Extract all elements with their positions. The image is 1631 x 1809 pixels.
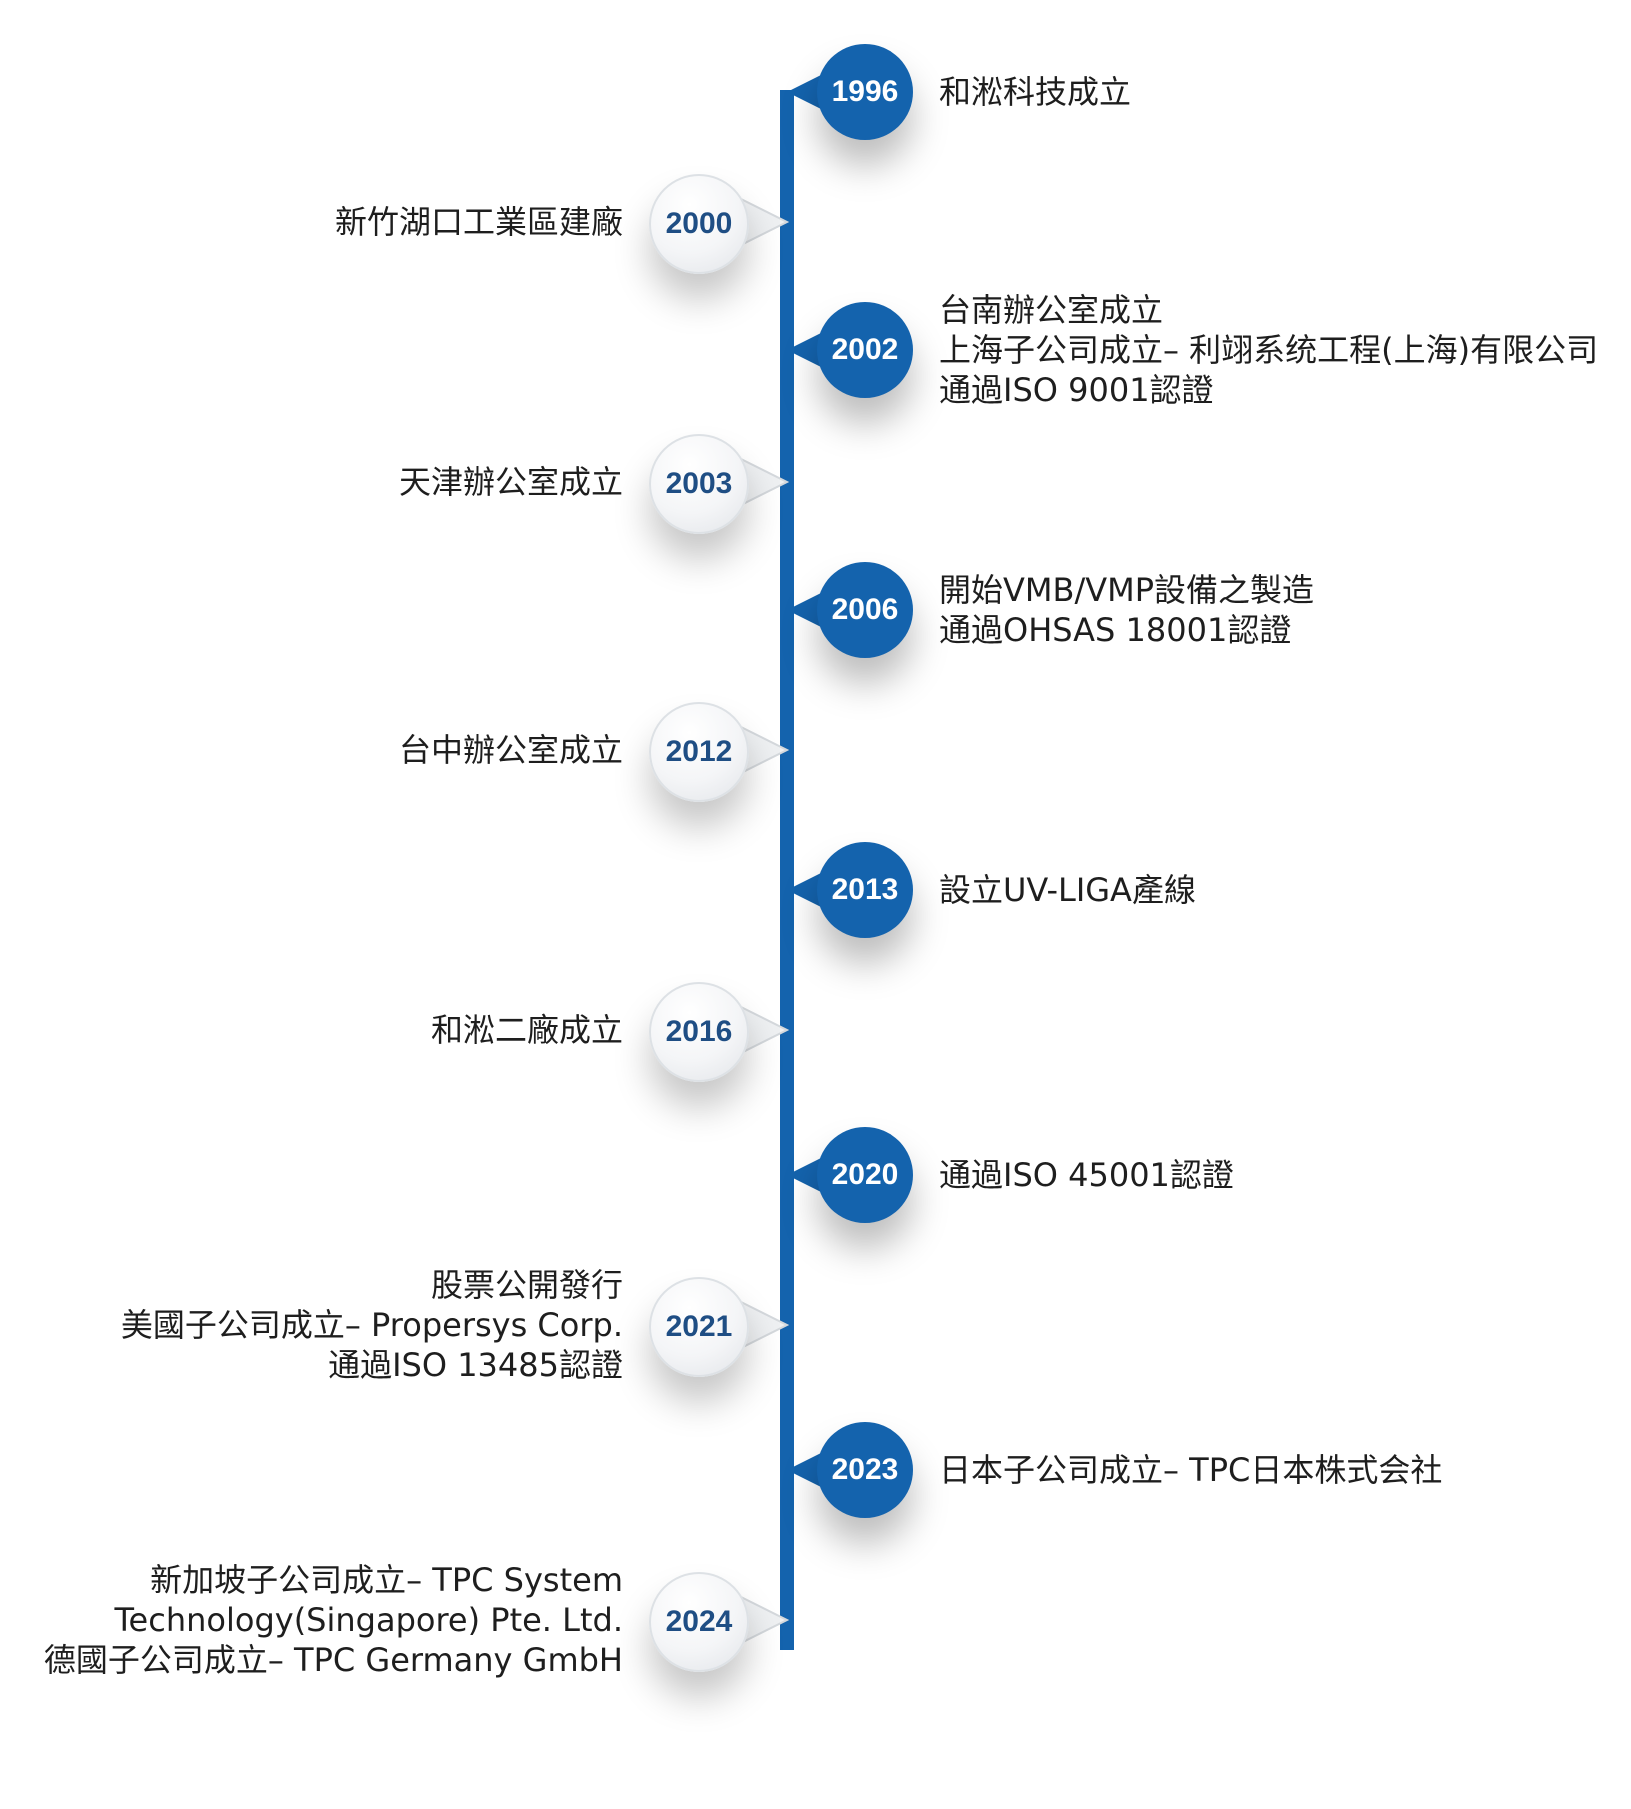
event-description: 股票公開發行美國子公司成立– Propersys Corp.通過ISO 1348… [121,1265,623,1385]
event-description: 設立UV-LIGA產線 [939,870,1196,910]
event-line: 新竹湖口工業區建廠 [334,203,623,241]
event-line: 天津辦公室成立 [398,463,623,501]
event-line: 日本子公司成立– TPC日本株式会社 [939,1451,1443,1489]
event-line: 股票公開發行 [430,1266,623,1304]
event-line: 開始VMB/VMP設備之製造 [939,571,1315,609]
year-node-2013: 2013 [817,842,913,938]
event-description: 天津辦公室成立 [399,462,623,502]
event-line: 台南辦公室成立 [939,291,1164,329]
year-label: 2000 [665,207,733,240]
year-label: 2024 [665,1605,733,1638]
year-node-2021: 2021 [649,1277,749,1377]
event-line: 通過ISO 9001認證 [939,371,1214,409]
year-label: 2020 [831,1158,899,1191]
event-description: 和淞科技成立 [939,72,1131,112]
year-label: 2013 [831,873,899,906]
year-label: 2012 [665,735,733,768]
event-line: 台中辦公室成立 [398,731,623,769]
event-line: 德國子公司成立– TPC Germany GmbH [43,1641,623,1679]
year-node-2012: 2012 [649,702,749,802]
year-node-1996: 1996 [817,44,913,140]
year-label: 2006 [831,593,899,626]
year-node-2003: 2003 [649,434,749,534]
event-description: 台中辦公室成立 [399,730,623,770]
event-line: 上海子公司成立– 利翊系统工程(上海)有限公司 [939,331,1599,369]
year-label: 2023 [831,1453,899,1486]
event-description: 和淞二廠成立 [431,1010,623,1050]
event-description: 新竹湖口工業區建廠 [335,202,623,242]
year-node-2023: 2023 [817,1422,913,1518]
year-node-2006: 2006 [817,562,913,658]
year-node-2020: 2020 [817,1127,913,1223]
year-node-2000: 2000 [649,174,749,274]
event-line: 通過ISO 13485認證 [328,1346,623,1384]
event-line: 新加坡子公司成立– TPC System [150,1561,623,1599]
event-line: 設立UV-LIGA產線 [939,871,1196,909]
year-label: 2002 [831,333,899,366]
event-description: 通過ISO 45001認證 [939,1155,1234,1195]
event-line: 和淞科技成立 [939,73,1132,111]
year-label: 2003 [665,467,733,500]
year-node-2002: 2002 [817,302,913,398]
year-label: 2016 [665,1015,733,1048]
event-line: Technology(Singapore) Pte. Ltd. [114,1601,623,1639]
year-node-2024: 2024 [649,1572,749,1672]
event-description: 日本子公司成立– TPC日本株式会社 [939,1450,1442,1490]
year-label: 2021 [665,1310,733,1343]
event-line: 通過OHSAS 18001認證 [939,611,1292,649]
year-node-2016: 2016 [649,982,749,1082]
event-description: 開始VMB/VMP設備之製造通過OHSAS 18001認證 [939,570,1314,650]
event-description: 台南辦公室成立上海子公司成立– 利翊系统工程(上海)有限公司通過ISO 9001… [939,290,1598,410]
event-line: 和淞二廠成立 [430,1011,623,1049]
year-label: 1996 [831,75,899,108]
event-line: 通過ISO 45001認證 [939,1156,1234,1194]
event-line: 美國子公司成立– Propersys Corp. [120,1306,623,1344]
